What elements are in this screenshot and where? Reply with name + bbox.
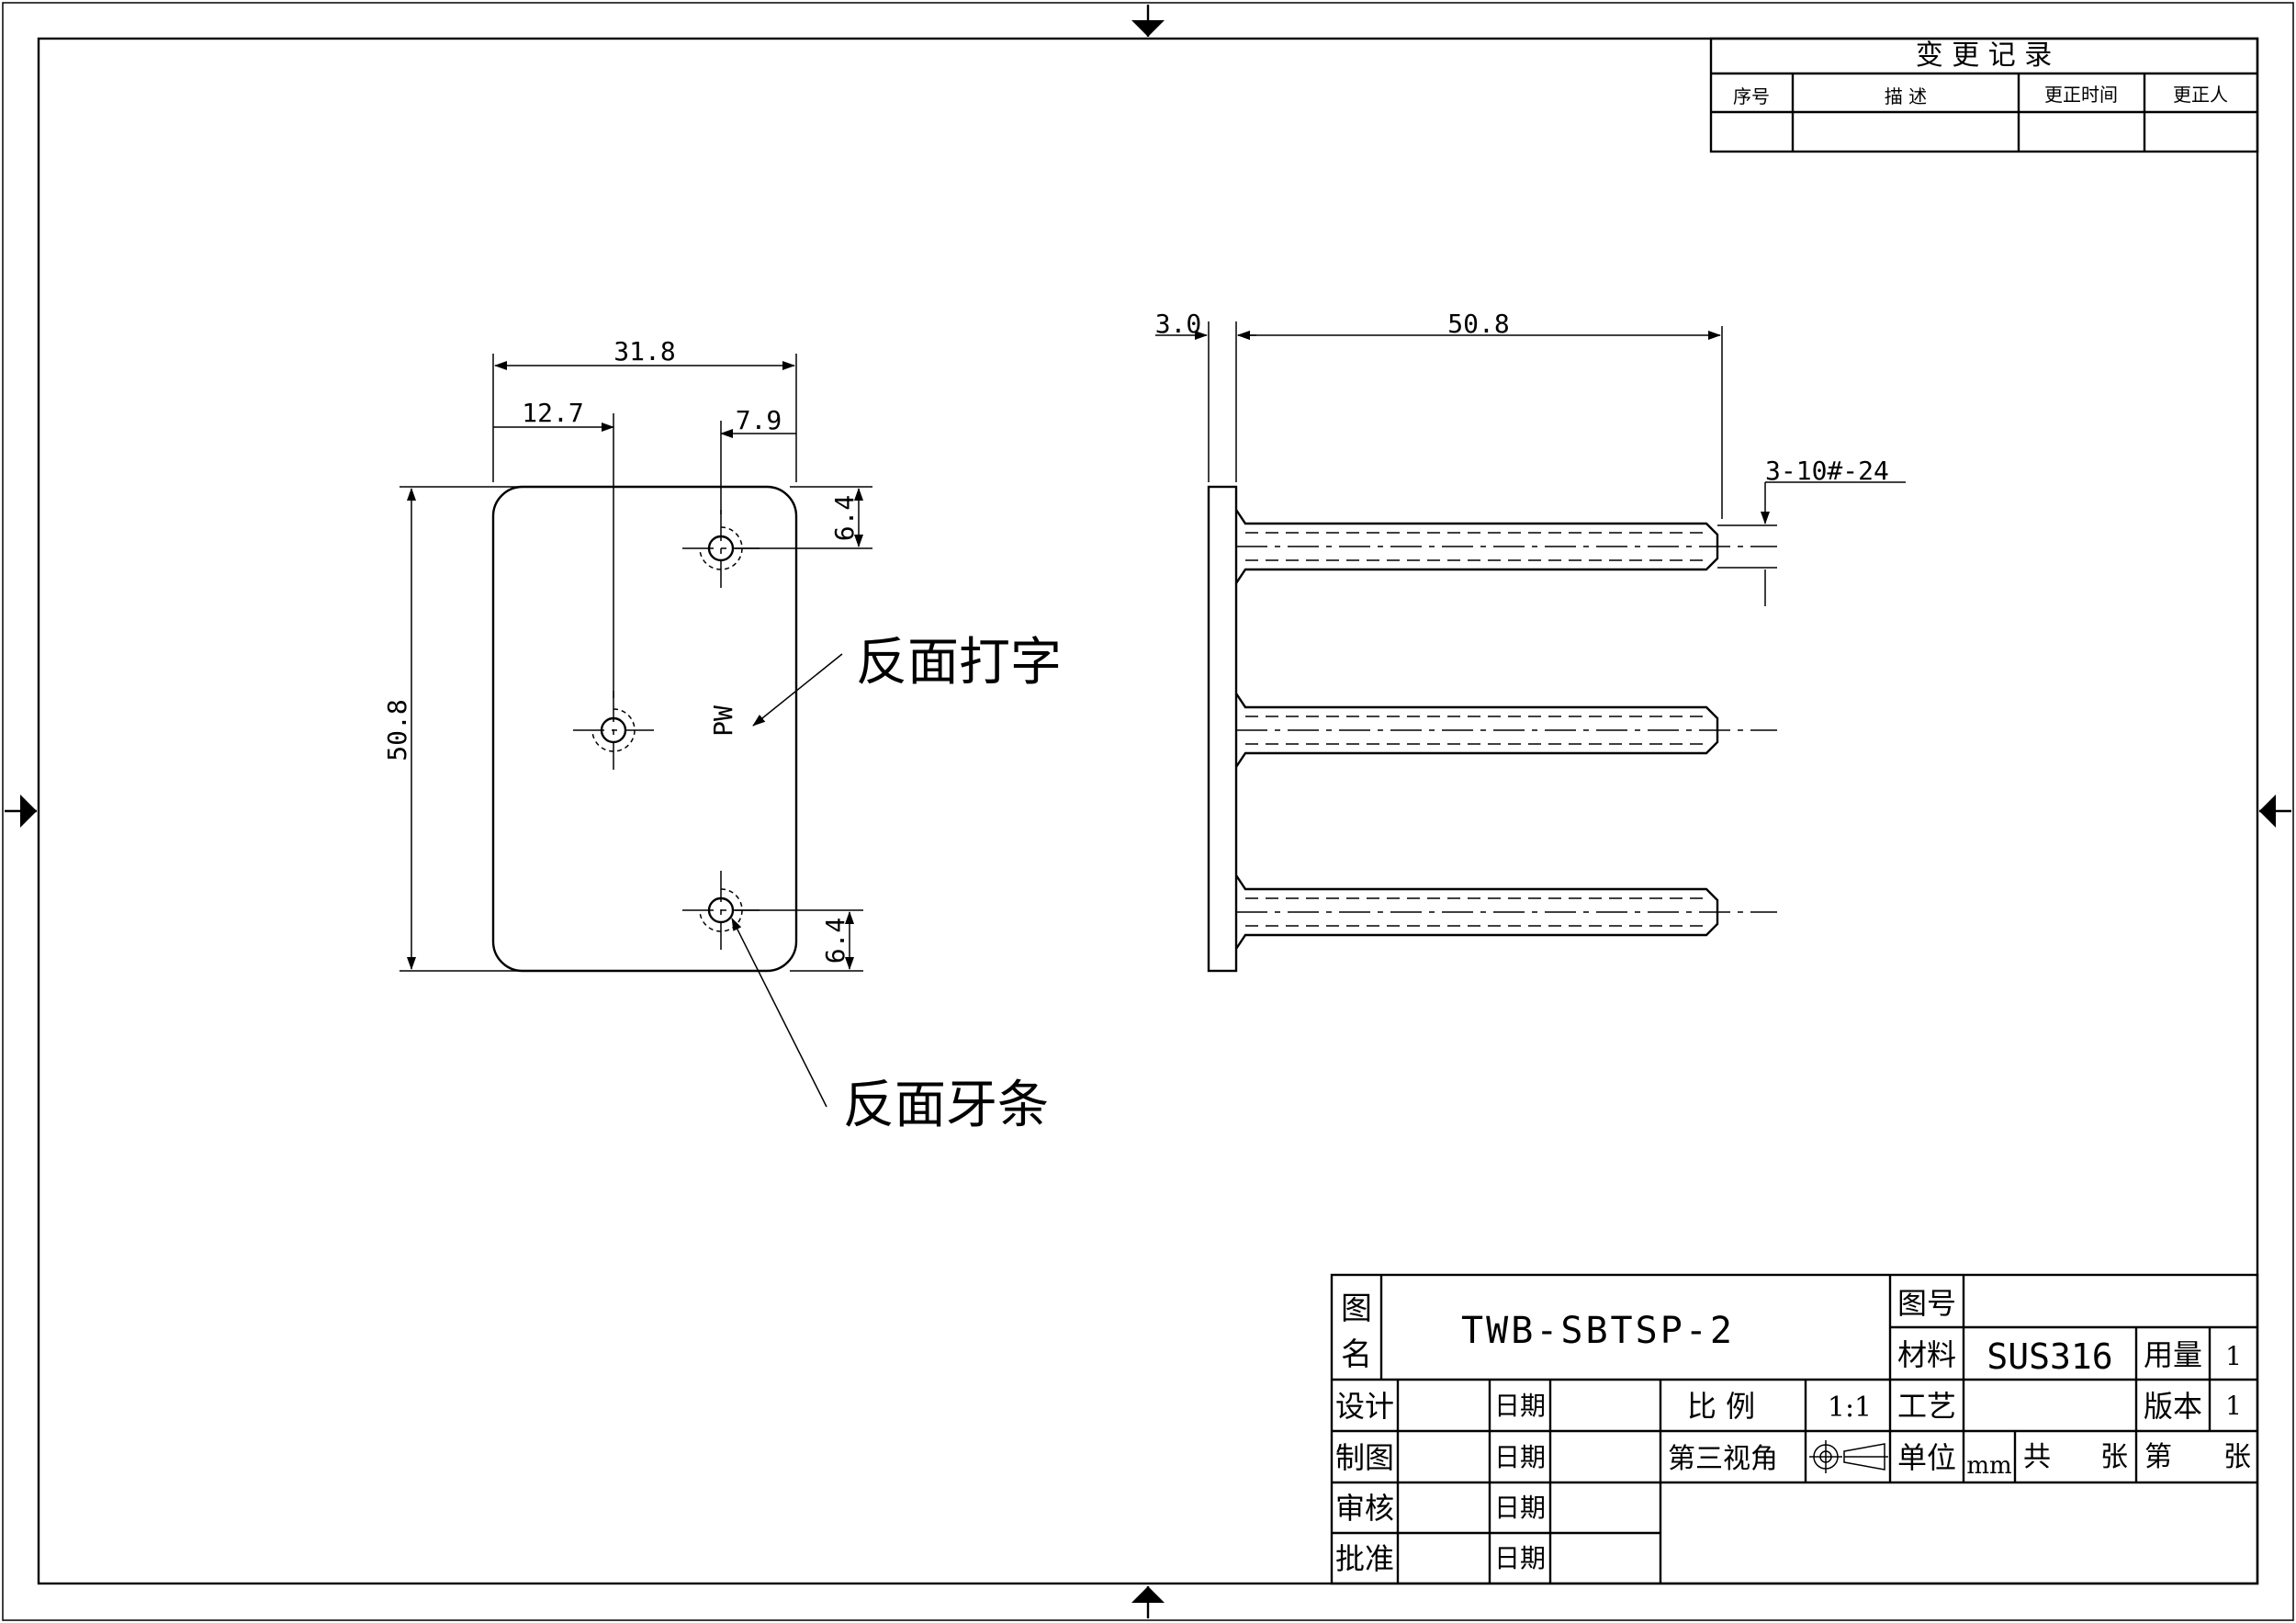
stud-bottom <box>1235 874 1777 950</box>
tb-name-label-1: 图 <box>1341 1291 1372 1327</box>
dim-right: 7.9 <box>736 405 782 435</box>
dim-length: 50.8 <box>1447 309 1509 339</box>
tb-scale-value: 1:1 <box>1828 1392 1872 1424</box>
tb-unit-label: 单位 <box>1897 1440 1956 1475</box>
side-view: 3.0 50.8 3-10#-24 <box>1155 309 1906 973</box>
tb-projection-label: 第三视角 <box>1668 1443 1778 1475</box>
tb-scale-label: 比 例 <box>1687 1389 1755 1424</box>
tb-version-label: 版本 <box>2144 1389 2202 1424</box>
tb-design-label: 设计 <box>1335 1389 1394 1424</box>
hole-middle <box>573 691 654 770</box>
change-log-header-desc: 描 述 <box>1885 85 1927 107</box>
tb-approve-label: 批准 <box>1335 1541 1394 1576</box>
centering-marks <box>5 5 2291 1618</box>
dim-bottom-edge: 6.4 <box>820 918 850 964</box>
tb-qty-value: 1 <box>2225 1341 2242 1371</box>
tb-material-label: 材料 <box>1897 1337 1956 1372</box>
tb-review-label: 审核 <box>1335 1491 1394 1526</box>
front-view: 31.8 12.7 7.9 50.8 6.4 6.4 PW 反面打字 反面牙条 <box>382 336 1062 1135</box>
tb-material-value: SUS316 <box>1986 1336 2112 1377</box>
change-log-table: 变 更 记 录 序号 描 述 更正时间 更正人 <box>1709 37 2259 153</box>
tb-sheet-label: 第 <box>2144 1441 2172 1473</box>
stud-middle <box>1235 693 1777 768</box>
dim-top-edge: 6.4 <box>829 495 860 542</box>
hole-top <box>682 510 760 588</box>
projection-symbol-icon <box>1809 1440 1888 1473</box>
thread-spec: 3-10#-24 <box>1765 456 1889 486</box>
tb-date-label-2: 日期 <box>1494 1442 1546 1472</box>
tb-version-value: 1 <box>2225 1391 2242 1421</box>
change-log-header-time: 更正时间 <box>2044 84 2118 106</box>
tb-date-label-3: 日期 <box>1494 1493 1546 1523</box>
change-log-header-no: 序号 <box>1733 85 1770 107</box>
tb-drawing-name: TWB-SBTSP-2 <box>1461 1310 1735 1352</box>
tb-draw-label: 制图 <box>1335 1440 1394 1475</box>
tb-sheet-unit: 张 <box>2100 1441 2128 1473</box>
dim-width: 31.8 <box>613 336 675 366</box>
change-log-header-person: 更正人 <box>2173 84 2228 106</box>
tb-process-label: 工艺 <box>1897 1389 1956 1424</box>
tb-total-label: 共 <box>2023 1441 2051 1473</box>
note-thread: 反面牙条 <box>843 1076 1049 1135</box>
stud-top <box>1235 509 1777 584</box>
tb-sheet-unit-2: 张 <box>2223 1441 2251 1473</box>
tb-number-label: 图号 <box>1897 1286 1956 1321</box>
side-plate <box>1207 485 1238 973</box>
tb-qty-label: 用量 <box>2144 1337 2202 1372</box>
engraving-text: PW <box>708 705 738 737</box>
tb-name-label-2: 名 <box>1341 1336 1372 1373</box>
dim-left: 12.7 <box>522 398 583 428</box>
drawing-border <box>37 37 2259 1585</box>
title-block: 图 图名 名 TWB-SBTSP-2 图号 材料 SUS316 用量 1 设计 … <box>1330 1273 2259 1585</box>
change-log-title: 变 更 记 录 <box>1916 39 2053 72</box>
tb-date-label-1: 日期 <box>1494 1391 1546 1421</box>
tb-date-label-4: 日期 <box>1494 1543 1546 1573</box>
note-engrave: 反面打字 <box>856 633 1062 693</box>
dim-height: 50.8 <box>382 699 412 761</box>
dim-plate: 3.0 <box>1155 309 1202 339</box>
plate-outline <box>491 485 798 973</box>
tb-unit-value: mm <box>1966 1452 2011 1480</box>
